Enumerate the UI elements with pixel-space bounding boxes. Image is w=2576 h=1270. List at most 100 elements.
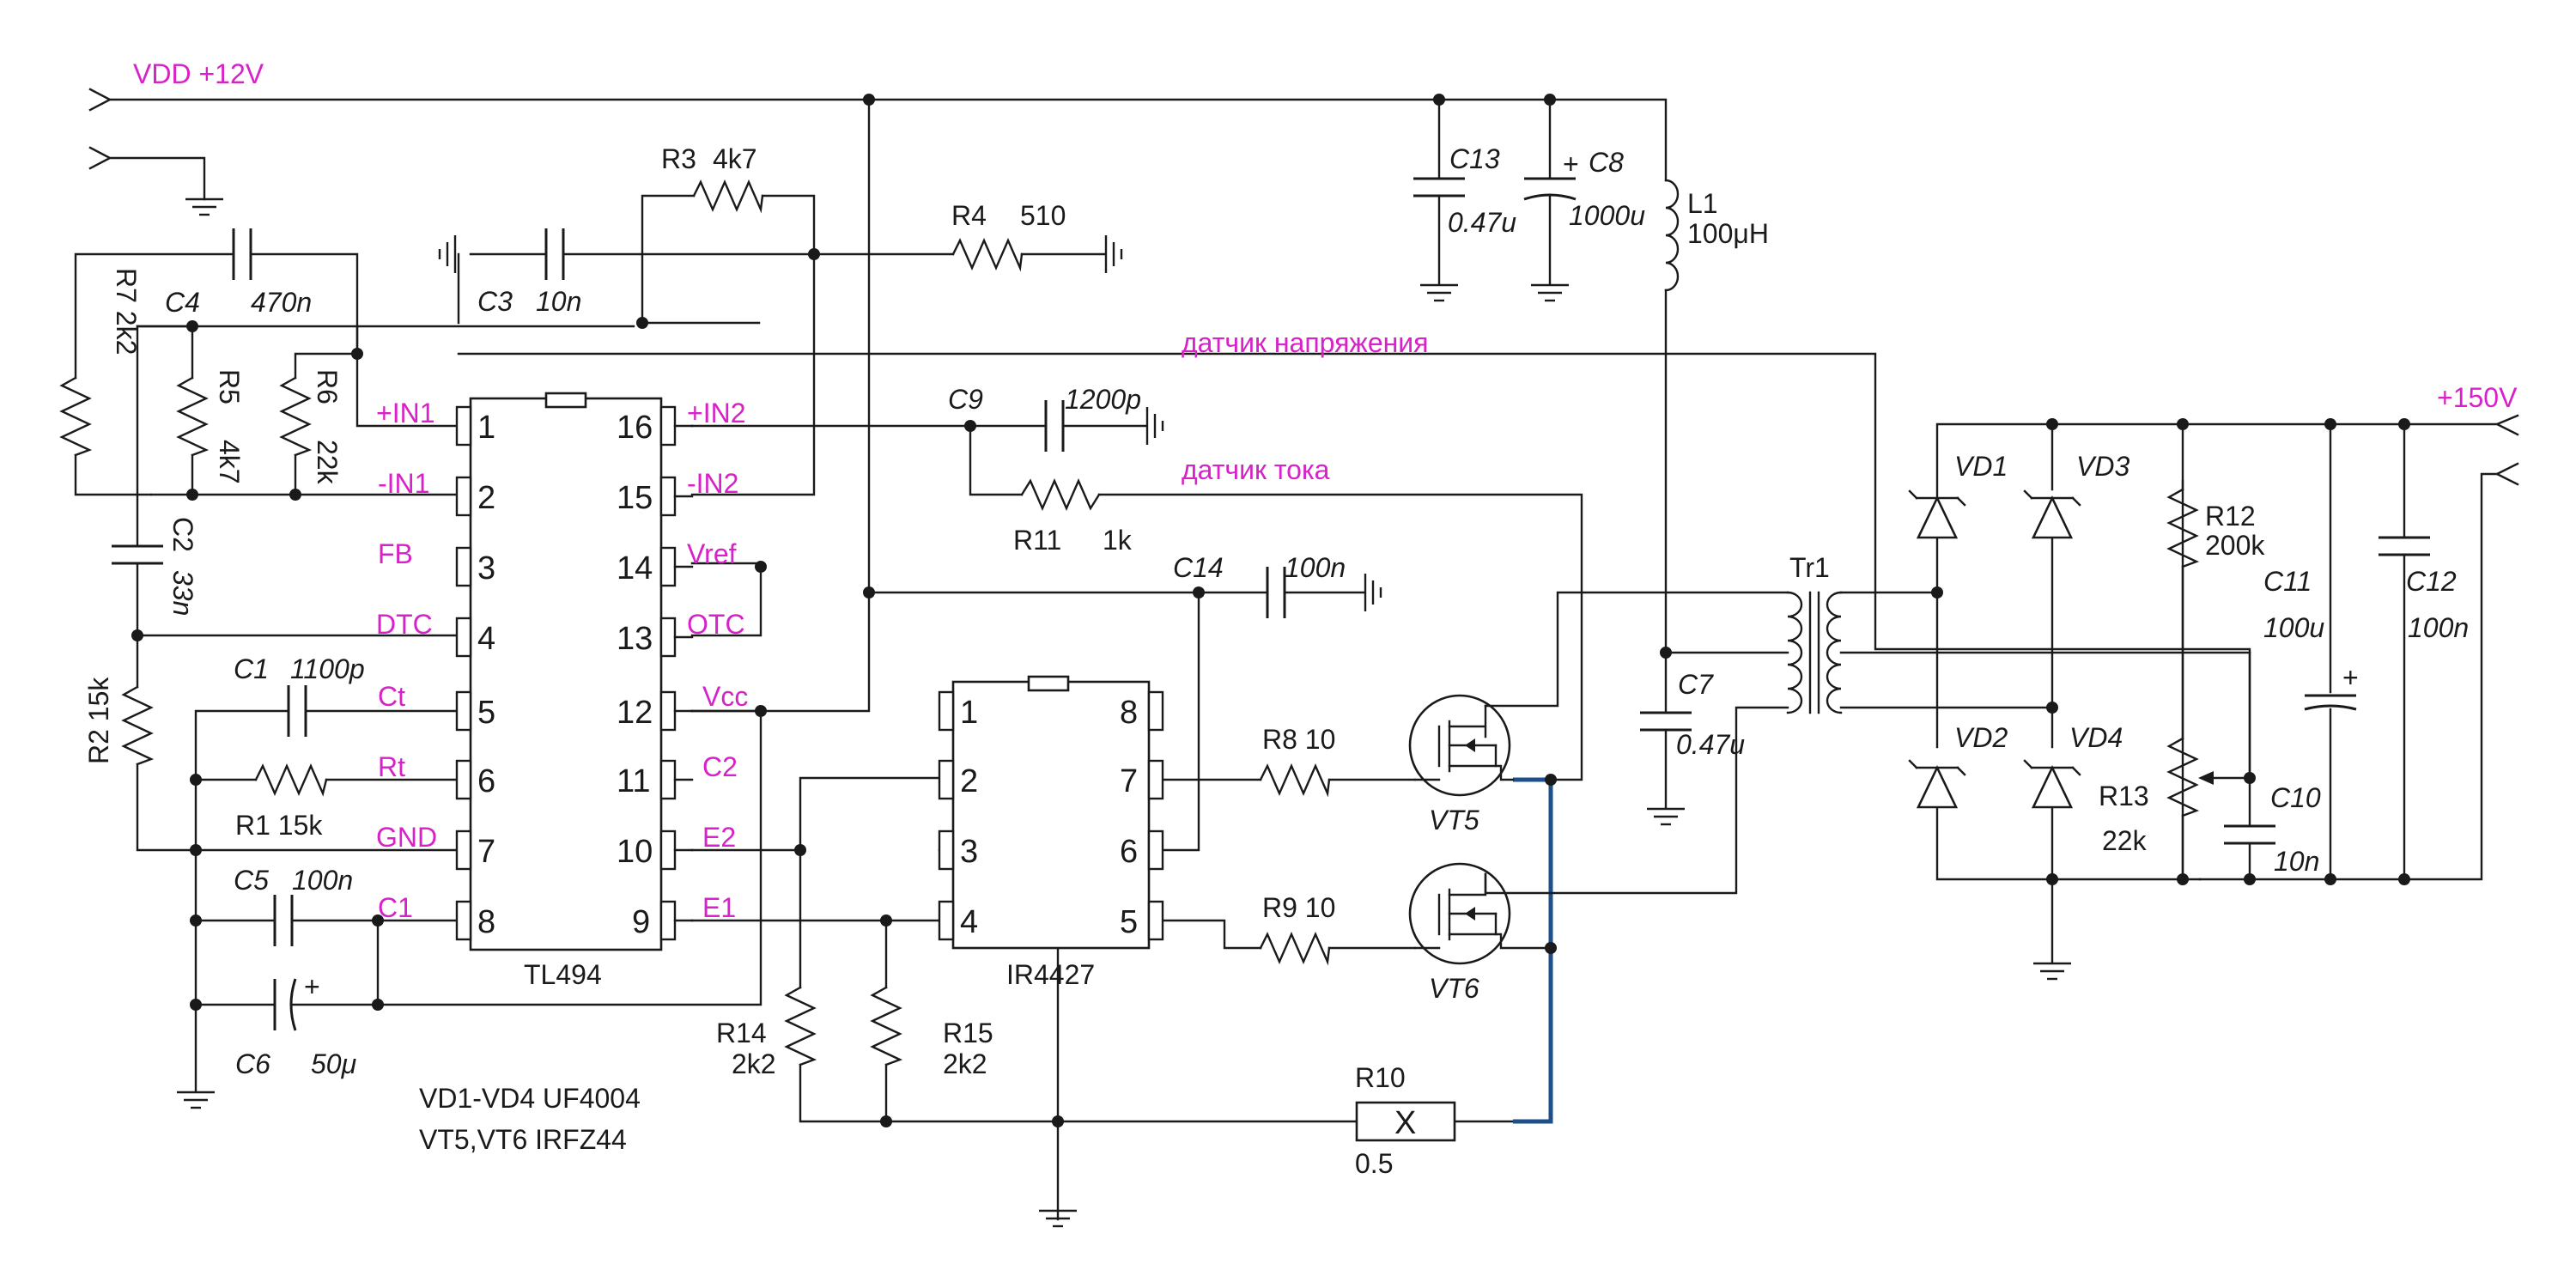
r7-label: R7 2k2 bbox=[111, 268, 142, 355]
tl494-pin15-label: -IN2 bbox=[687, 468, 738, 499]
vd3-ref: VD3 bbox=[2076, 451, 2129, 482]
c11-ref: C11 bbox=[2263, 566, 2312, 597]
tl494-pin11-num: 11 bbox=[617, 763, 650, 799]
c1-value: 1100p bbox=[290, 653, 365, 684]
vt6-mosfet bbox=[1408, 862, 1552, 965]
l1-ref: L1 bbox=[1687, 188, 1718, 219]
tl494-name: TL494 bbox=[524, 959, 602, 990]
r6-value: 22k bbox=[312, 440, 343, 485]
ir4427-pin6-num: 6 bbox=[1120, 834, 1138, 870]
c9-ref: C9 bbox=[948, 384, 983, 415]
tl494-pin10-num: 10 bbox=[617, 834, 653, 870]
gnd-input-wire bbox=[108, 156, 206, 201]
l1-value: 100μH bbox=[1687, 218, 1769, 249]
hv-rail bbox=[2181, 422, 2499, 881]
r9-resistor bbox=[1259, 932, 1331, 966]
vd4-diode bbox=[2023, 759, 2081, 809]
vd4-ref: VD4 bbox=[2069, 722, 2123, 753]
c3-ref: C3 bbox=[477, 286, 513, 317]
vt6-ref: VT6 bbox=[1429, 973, 1479, 1004]
c5-ref: C5 bbox=[234, 865, 269, 896]
e1-e2-wires bbox=[690, 776, 1060, 1221]
tl494-pin10-label: E2 bbox=[702, 822, 736, 853]
c12-ref: C12 bbox=[2406, 566, 2457, 597]
vd2-ref: VD2 bbox=[1954, 722, 2008, 753]
r10-resistor bbox=[1355, 1101, 1456, 1142]
c8-plus-sign: + bbox=[1563, 149, 1579, 179]
r4-ref: R4 bbox=[951, 200, 987, 231]
r15-value: 2k2 bbox=[943, 1048, 987, 1079]
c2-ref: C2 bbox=[167, 517, 198, 552]
r12-value: 200k bbox=[2205, 530, 2265, 561]
r3-ref: R3 bbox=[661, 143, 696, 174]
c6-value: 50μ bbox=[311, 1048, 357, 1079]
tl494-pin9-label: E1 bbox=[702, 892, 736, 923]
c10-value: 10n bbox=[2274, 846, 2319, 877]
voltage-sensor-wire bbox=[136, 325, 2251, 775]
r1-label: R1 15k bbox=[235, 810, 323, 841]
r11-value: 1k bbox=[1103, 525, 1133, 556]
note-transistors: VT5,VT6 IRFZ44 bbox=[419, 1124, 627, 1155]
r14-ref: R14 bbox=[716, 1018, 767, 1048]
r13-value: 22k bbox=[2102, 825, 2148, 856]
r6-resistor bbox=[279, 376, 313, 457]
r10-value: 0.5 bbox=[1355, 1148, 1393, 1179]
c8-value: 1000u bbox=[1569, 200, 1645, 231]
tl494-pin8-num: 8 bbox=[477, 904, 495, 940]
vt5-mosfet bbox=[1408, 694, 1515, 797]
c1-rt-wires bbox=[194, 709, 460, 781]
r8-label: R8 10 bbox=[1262, 724, 1335, 755]
vdd-rail bbox=[108, 98, 1668, 182]
vd1-diode bbox=[1908, 489, 1966, 539]
r15-ref: R15 bbox=[943, 1018, 993, 1048]
r9-label: R9 10 bbox=[1262, 892, 1335, 923]
r11-ref: R11 bbox=[1013, 525, 1061, 556]
tl494-pin2-num: 2 bbox=[477, 480, 495, 516]
tl494-pin9-num: 9 bbox=[632, 904, 650, 940]
l1-inductor bbox=[1664, 179, 1680, 292]
c4-r7-network bbox=[74, 252, 460, 496]
ir4427-pin2-num: 2 bbox=[960, 763, 978, 799]
c11-value: 100u bbox=[2263, 612, 2324, 643]
c14-ref: C14 bbox=[1173, 552, 1224, 583]
tl494-pin13-num: 13 bbox=[617, 621, 653, 657]
c7-ref: C7 bbox=[1678, 669, 1714, 700]
tl494-pin16-num: 16 bbox=[617, 410, 653, 446]
vref-otc-wire bbox=[690, 562, 762, 637]
tl494-pins-left bbox=[455, 405, 472, 941]
source-bus bbox=[1513, 777, 1553, 1124]
tl494-pin4-label: DTC bbox=[376, 609, 433, 640]
r8-resistor bbox=[1259, 763, 1331, 798]
tl494-pin6-label: Rt bbox=[378, 751, 405, 782]
r3-c3-r4-wires bbox=[457, 194, 1106, 496]
r5-resistor bbox=[176, 376, 210, 457]
r3-value: 4k7 bbox=[713, 143, 757, 174]
net-label-current-sensor: датчик тока bbox=[1182, 454, 1330, 485]
ir4427-name: IR4427 bbox=[1006, 959, 1095, 990]
r14-resistor bbox=[784, 986, 817, 1066]
tl494-pin13-label: OTC bbox=[687, 609, 745, 640]
r7-resistor bbox=[59, 376, 93, 457]
c6-plus-sign: + bbox=[304, 971, 320, 1002]
ground-symbol bbox=[184, 197, 225, 216]
r2-resistor bbox=[121, 685, 155, 766]
junction-dots bbox=[131, 94, 2410, 1127]
r13-ref: R13 bbox=[2099, 781, 2149, 811]
tl494-pin1-label: +IN1 bbox=[376, 398, 434, 428]
tr1-ref: Tr1 bbox=[1789, 552, 1830, 583]
vt5-drain-wire bbox=[1484, 591, 1789, 708]
vt5-ref: VT5 bbox=[1429, 805, 1479, 836]
c13-ref: C13 bbox=[1449, 143, 1500, 174]
tl494-pin2-label: -IN1 bbox=[378, 468, 429, 499]
tl494-pin-stubs bbox=[673, 424, 694, 922]
r10-x-mark: X bbox=[1394, 1105, 1416, 1141]
r6-ref: R6 bbox=[312, 369, 343, 404]
r14-value: 2k2 bbox=[732, 1048, 776, 1079]
ir4427-pin5-num: 5 bbox=[1120, 904, 1138, 940]
tl494-pin3-label: FB bbox=[378, 538, 413, 569]
tl494-ic bbox=[469, 392, 663, 951]
c13-value: 0.47u bbox=[1448, 207, 1516, 238]
tl494-pin3-num: 3 bbox=[477, 550, 495, 586]
note-diodes: VD1-VD4 UF4004 bbox=[419, 1083, 641, 1114]
